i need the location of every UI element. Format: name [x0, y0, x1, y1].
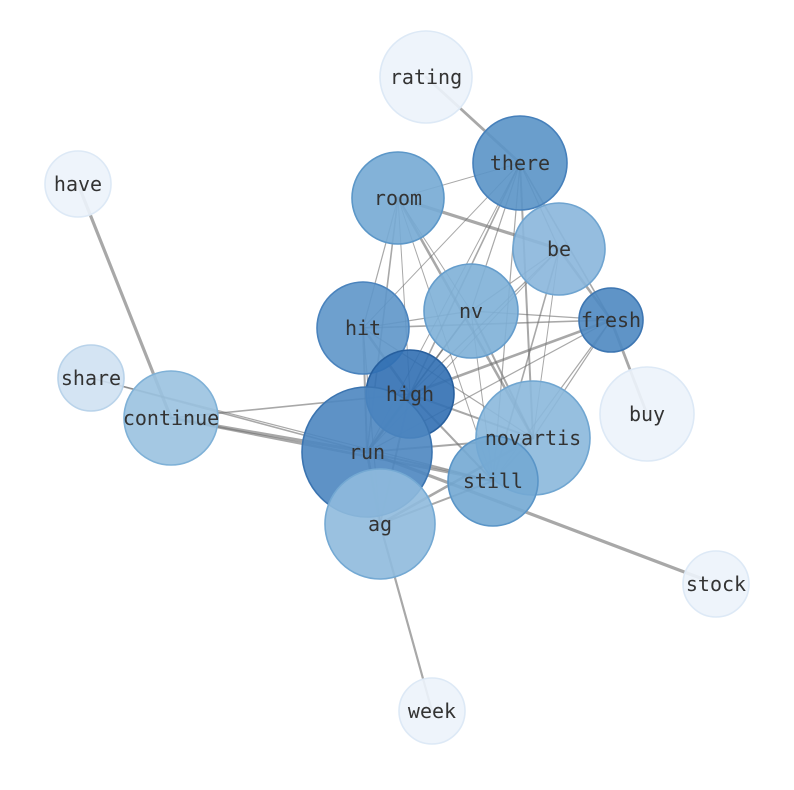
- node-stock: [682, 550, 750, 618]
- nodes-layer: [44, 30, 750, 745]
- node-nv: [423, 263, 519, 359]
- node-hit: [316, 281, 410, 375]
- node-have: [44, 150, 112, 218]
- node-be: [512, 202, 606, 296]
- node-room: [351, 151, 445, 245]
- node-share: [57, 344, 125, 412]
- node-continue: [123, 370, 219, 466]
- node-still: [447, 435, 539, 527]
- node-fresh: [578, 287, 644, 353]
- node-ag: [324, 468, 436, 580]
- node-rating: [379, 30, 473, 124]
- node-there: [472, 115, 568, 211]
- node-week: [398, 677, 466, 745]
- node-buy: [599, 366, 695, 462]
